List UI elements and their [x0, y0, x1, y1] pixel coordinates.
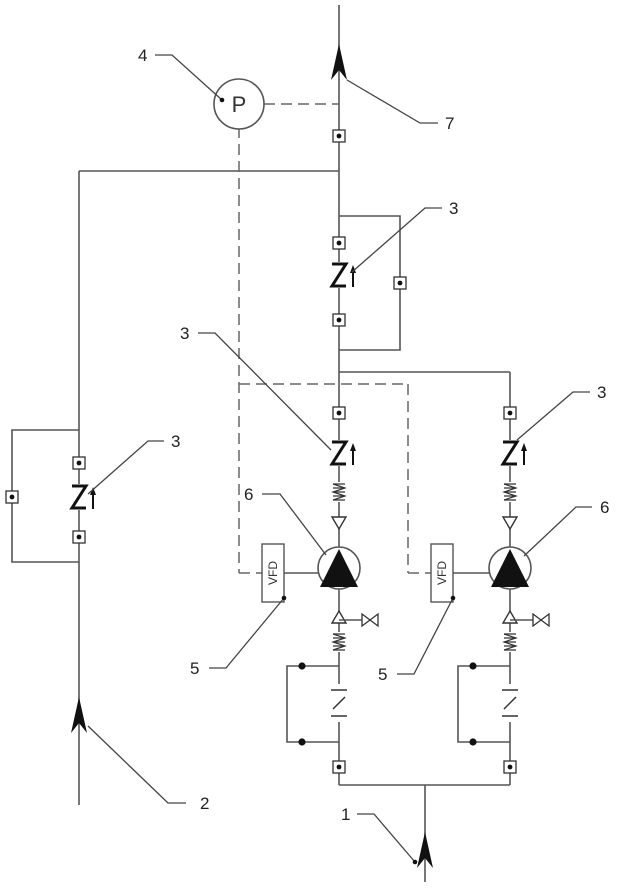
flex-pump1-discharge: [331, 481, 347, 503]
callout-5-vfd1: 5: [190, 659, 199, 678]
bypass-inlet-arrow: [71, 697, 87, 733]
valve-bypass-loop: [5, 490, 19, 504]
callout-2: 2: [200, 794, 209, 813]
valve-pump1-suction: [332, 760, 346, 774]
pump-1: [317, 546, 361, 590]
valve-pump2-suction: [503, 760, 517, 774]
callouts: 4 7 3 3 3 3 6 6 5 5 2: [87, 46, 609, 865]
control-signal-lines: [238, 103, 431, 574]
callout-5-vfd2: 5: [378, 665, 387, 684]
isolation-valves: [5, 129, 517, 774]
reducer-pump2-suction: [502, 610, 518, 624]
drain-valve-pump2: [532, 613, 550, 627]
valve-riser-upper: [332, 236, 346, 250]
vfd-2: VFD: [430, 543, 454, 603]
valve-riser-lower: [332, 313, 346, 327]
outlet-arrow: [331, 44, 347, 80]
callout-3-pump2: 3: [597, 383, 606, 402]
vfd-2-label: VFD: [435, 561, 449, 585]
reducer-pump1-suction: [331, 610, 347, 624]
valve-pump1-discharge: [332, 406, 346, 420]
callout-3-bypass: 3: [171, 432, 180, 451]
valve-bypass-upper: [72, 456, 86, 470]
pressure-sensor: P: [213, 78, 265, 130]
valve-pump2-discharge: [503, 406, 517, 420]
check-valves: [70, 262, 529, 511]
vfd-1: VFD: [261, 543, 285, 603]
callout-7: 7: [445, 114, 454, 133]
valve-outlet: [332, 129, 346, 143]
flex-pump2-suction: [502, 631, 518, 653]
callout-1: 1: [341, 805, 350, 824]
drain-valve-pump1: [361, 613, 379, 627]
callout-3-pump1: 3: [180, 324, 189, 343]
callout-4: 4: [138, 46, 147, 65]
riser-loop: [339, 215, 401, 351]
valve-riser-bypass: [393, 276, 407, 290]
reducer-pump1-discharge: [331, 516, 347, 530]
valve-bypass-lower: [72, 530, 86, 544]
callout-3-riser: 3: [449, 199, 458, 218]
pressure-sensor-letter: P: [232, 92, 247, 117]
bypass-loop-left: [11, 429, 79, 563]
flex-pump1-suction: [331, 631, 347, 653]
drain-valves: [339, 613, 550, 627]
vfd-1-label: VFD: [266, 561, 280, 585]
pump1-bypass-valve: [298, 662, 347, 746]
reducer-pump2-discharge: [502, 516, 518, 530]
pump1-bypass-loop: [286, 665, 339, 743]
pump2-bypass-loop: [457, 665, 510, 743]
pump2-bypass-valve: [469, 662, 518, 746]
piping-lines: [11, 5, 511, 882]
main-inlet-arrow: [417, 832, 433, 868]
flex-pump2-discharge: [502, 481, 518, 503]
pump-2: [488, 546, 532, 590]
callout-6-pump1: 6: [244, 485, 253, 504]
callout-6-pump2: 6: [600, 498, 609, 517]
